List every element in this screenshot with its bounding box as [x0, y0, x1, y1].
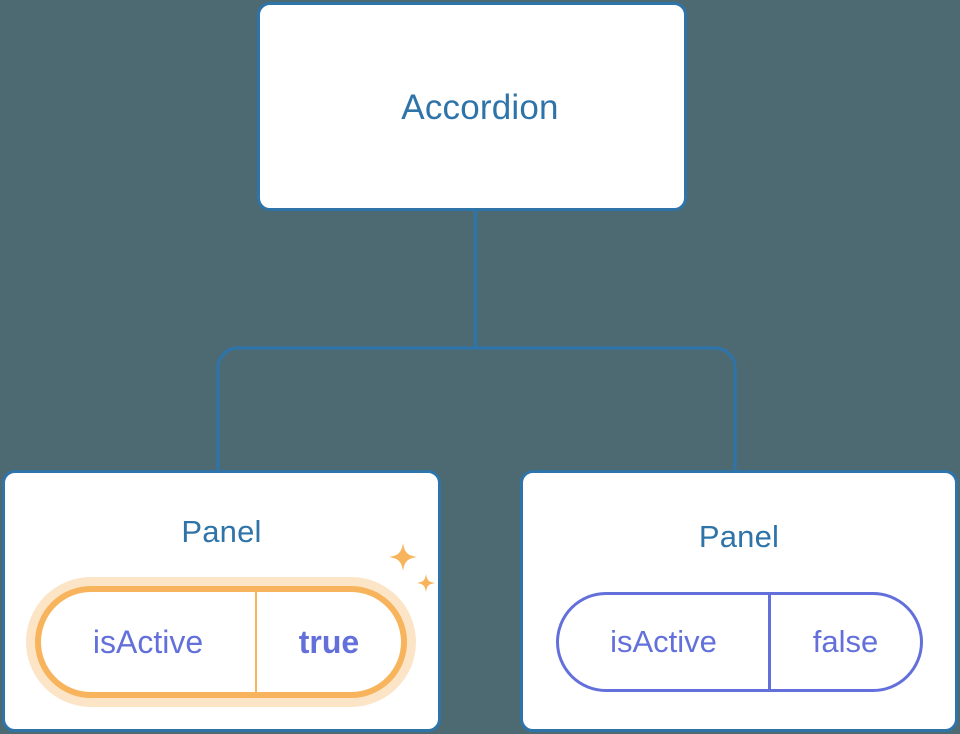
prop-key-label: isActive [559, 595, 771, 689]
prop-value-label: true [298, 623, 360, 660]
node-card-accordion[interactable] [257, 2, 687, 211]
connector-branch-right [475, 346, 737, 470]
connector-branch-left [216, 346, 476, 470]
node-title-panel-left: Panel [181, 514, 262, 549]
prop-pill-isactive-true[interactable]: isActive true [35, 586, 407, 698]
prop-value-label: false [812, 624, 879, 659]
prop-pill-isactive-false[interactable]: isActive false [556, 592, 923, 692]
node-title-panel-right: Panel [698, 519, 780, 554]
node-title-accordion: Accordion [401, 88, 559, 127]
prop-key-label: isActive [41, 592, 257, 692]
